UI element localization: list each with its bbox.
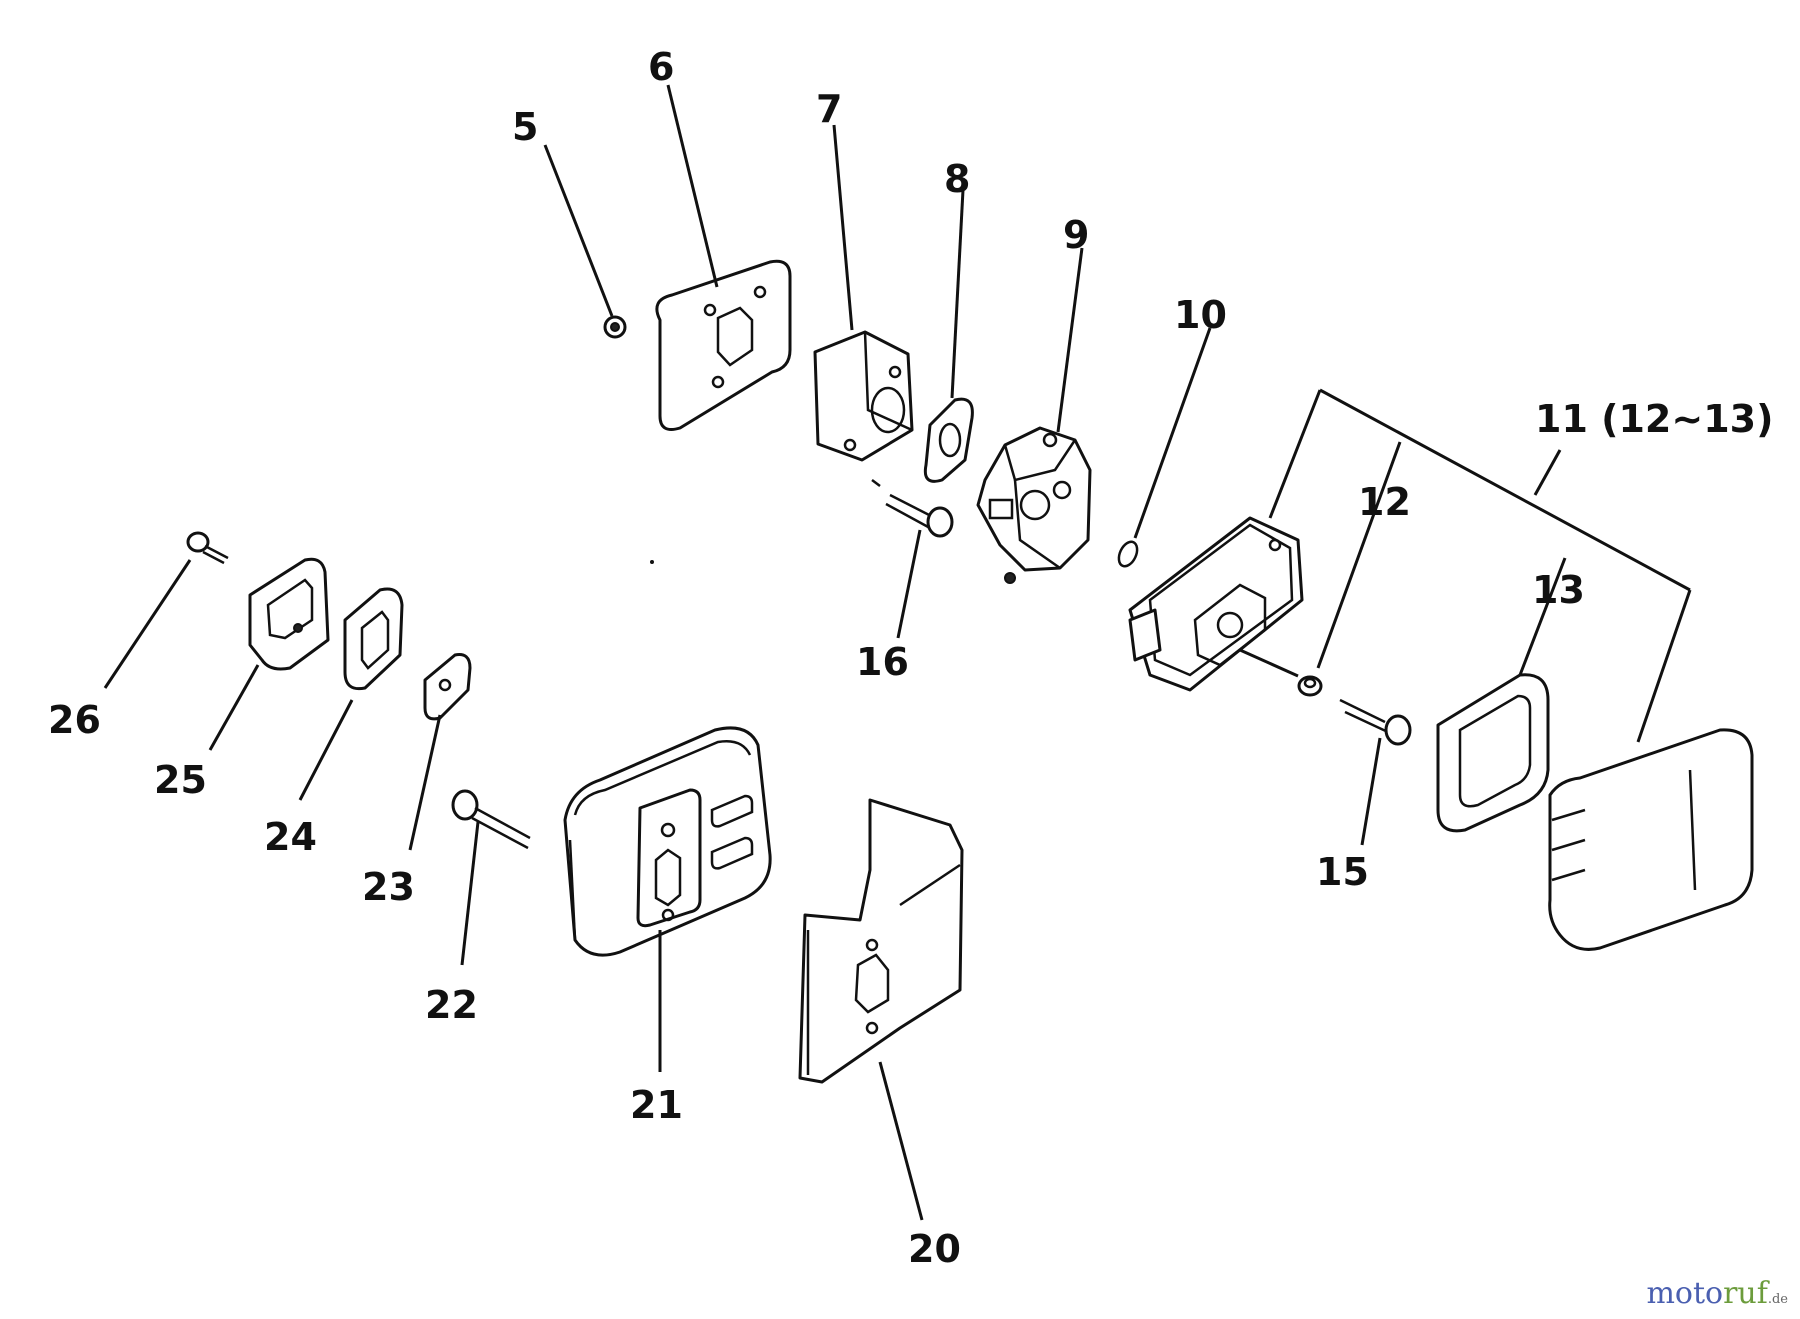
leader-25 xyxy=(208,664,260,751)
leader-16 xyxy=(896,529,922,639)
part-16-bolt xyxy=(871,479,954,538)
label-15: 15 xyxy=(1316,850,1369,894)
label-22: 22 xyxy=(425,983,478,1027)
part-24-gasket xyxy=(343,587,404,691)
part-11-cover xyxy=(1548,728,1754,951)
leader-6 xyxy=(666,84,719,288)
part-11-air-cleaner-case xyxy=(1128,516,1304,692)
part-6-gasket xyxy=(655,259,792,431)
watermark-part-1: moto xyxy=(1646,1276,1724,1311)
leader-11-label xyxy=(1533,449,1562,496)
label-16: 16 xyxy=(856,640,909,684)
label-20: 20 xyxy=(908,1227,961,1271)
stray-dot xyxy=(650,560,654,564)
label-8: 8 xyxy=(944,157,970,201)
leader-23 xyxy=(408,714,442,851)
leader-12-case xyxy=(1239,648,1299,678)
part-22-bolt xyxy=(451,789,531,850)
part-10-o-ring xyxy=(1117,540,1139,568)
leader-11-case xyxy=(1268,389,1322,519)
leader-24 xyxy=(298,699,354,801)
label-23: 23 xyxy=(362,865,415,909)
leader-15 xyxy=(1360,737,1382,846)
leader-10 xyxy=(1133,327,1212,539)
part-5-nut xyxy=(603,315,627,339)
part-15-bolt xyxy=(1339,698,1412,746)
part-26-screw xyxy=(186,531,229,565)
leader-12 xyxy=(1316,441,1402,669)
leader-7 xyxy=(832,124,854,331)
label-7: 7 xyxy=(816,87,842,131)
label-25: 25 xyxy=(154,758,207,802)
watermark-logo: motoruf.de xyxy=(1646,1276,1788,1311)
part-7-insulator-block xyxy=(813,330,914,462)
leader-8 xyxy=(950,189,965,399)
leader-13 xyxy=(1518,557,1567,676)
part-8-gasket xyxy=(923,397,974,483)
part-23-plate xyxy=(423,653,472,721)
leader-9 xyxy=(1056,247,1084,433)
part-12-grommet xyxy=(1297,675,1323,697)
part-13-air-element xyxy=(1436,673,1550,833)
part-25-cover xyxy=(248,557,330,671)
part-21-muffler xyxy=(563,726,772,957)
label-21: 21 xyxy=(630,1083,683,1127)
label-10: 10 xyxy=(1174,293,1227,337)
leader-22 xyxy=(460,821,480,966)
leader-20 xyxy=(878,1061,924,1221)
leader-11-bracket xyxy=(1319,388,1691,592)
watermark-part-3: .de xyxy=(1767,1292,1788,1307)
label-13: 13 xyxy=(1532,568,1585,612)
leader-26 xyxy=(103,559,192,689)
label-6: 6 xyxy=(648,45,674,89)
label-12: 12 xyxy=(1358,480,1411,524)
watermark-part-2: ruf xyxy=(1723,1276,1768,1311)
label-11: 11 (12~13) xyxy=(1535,397,1773,441)
label-24: 24 xyxy=(264,815,317,859)
label-26: 26 xyxy=(48,698,101,742)
part-9-carburetor xyxy=(976,426,1092,584)
label-5: 5 xyxy=(512,105,538,149)
leader-11-to-13 xyxy=(1636,589,1692,743)
label-9: 9 xyxy=(1063,213,1089,257)
leader-5 xyxy=(543,144,614,317)
part-20-heat-shield xyxy=(798,798,964,1084)
